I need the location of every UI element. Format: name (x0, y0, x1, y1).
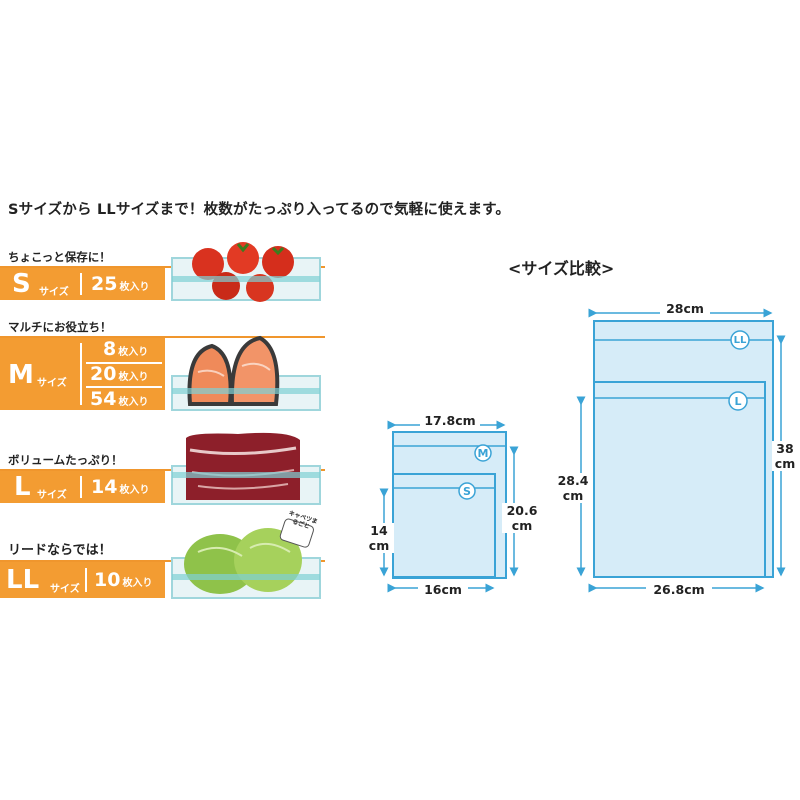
badge-s: S (463, 485, 471, 498)
divider-l (80, 476, 82, 498)
label-s-width: 16cm (418, 582, 468, 597)
size-letter-ll: LL (6, 565, 40, 595)
label-m-height: 20.6 cm (502, 503, 542, 533)
divider-ll (85, 568, 87, 592)
caption-m: マルチにお役立ち！ (8, 320, 112, 334)
accent-line-s (0, 266, 325, 268)
size-word-ll: サイズ (50, 584, 80, 595)
headline: Sサイズから LLサイズまで！枚数がたっぷり入ってるので気軽に使えます。 (8, 202, 511, 218)
label-ll-height: 38 cm (772, 441, 798, 471)
bag-l-outline (593, 381, 766, 578)
badge-m: M (477, 447, 489, 460)
accent-line-ll (0, 560, 325, 562)
size-word-m: サイズ (37, 378, 67, 389)
caption-s: ちょこっと保存に！ (8, 250, 111, 264)
divider-m-2 (86, 386, 162, 388)
badge-l-circle (728, 391, 748, 411)
label-l-width: 26.8cm (646, 582, 712, 597)
cabbage-photo (171, 518, 321, 599)
size-word-s: サイズ (39, 287, 69, 298)
divider-m-1 (86, 362, 162, 364)
badge-ll-circle (730, 330, 750, 350)
divider-m (80, 343, 82, 405)
salmon-photo (171, 335, 321, 411)
caption-l: ボリュームたっぷり！ (8, 453, 123, 467)
size-letter-l: L (14, 472, 31, 502)
badge-l: L (734, 395, 742, 408)
comparison-title: <サイズ比較> (508, 259, 615, 278)
size-letter-s: S (12, 269, 31, 299)
label-s-height: 14 cm (364, 523, 394, 553)
size-word-l: サイズ (37, 490, 67, 501)
label-ll-width: 28cm (660, 301, 710, 316)
meat-photo (171, 432, 321, 505)
accent-line-l (0, 469, 325, 471)
caption-ll: リードならでは！ (8, 543, 112, 558)
label-l-height: 28.4 cm (553, 473, 593, 503)
tomatoes-photo (171, 242, 321, 302)
bag-s-outline (392, 473, 496, 578)
divider-s (80, 273, 82, 295)
badge-ll: LL (733, 335, 747, 346)
accent-line-m (0, 336, 325, 338)
size-letter-m: M (8, 360, 34, 390)
label-m-width: 17.8cm (420, 413, 480, 428)
badge-m-circle (474, 444, 492, 462)
badge-s-circle (458, 482, 476, 500)
